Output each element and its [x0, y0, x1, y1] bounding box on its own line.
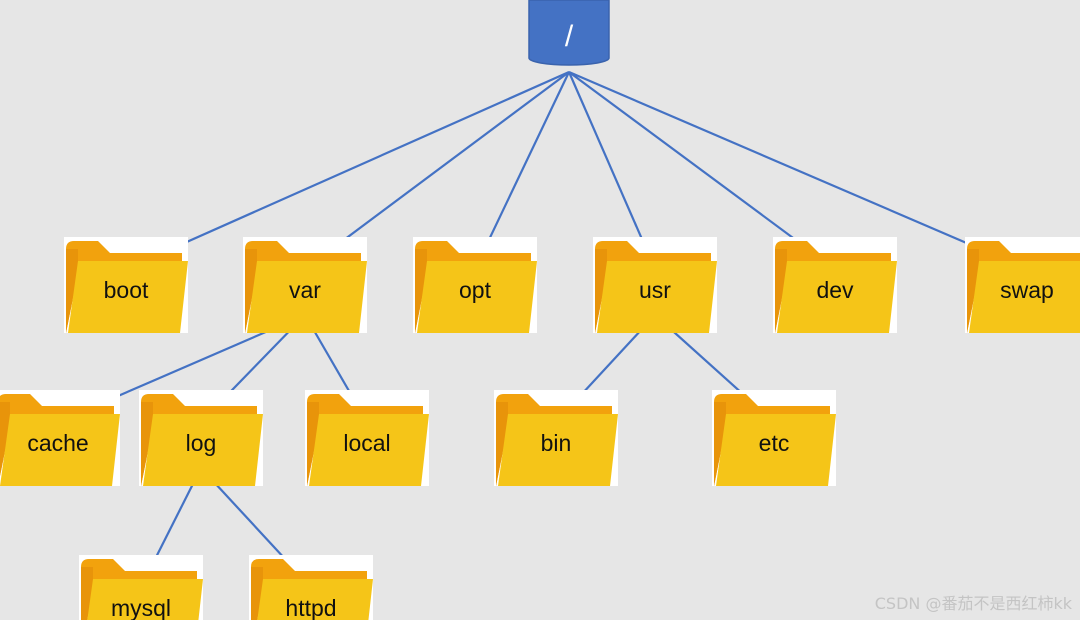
- folder-local[interactable]: local: [305, 390, 429, 486]
- folder-front-icon: [68, 261, 188, 333]
- folder-back-icon: [81, 559, 197, 620]
- folder-front-icon: [498, 414, 618, 486]
- root-label: /: [565, 20, 574, 53]
- folder-edge-icon: [141, 402, 155, 486]
- folder-edge-icon: [967, 249, 981, 333]
- folder-bin[interactable]: bin: [494, 390, 618, 486]
- edge-root-to-dev: [568, 71, 837, 271]
- folder-var[interactable]: var: [243, 237, 367, 333]
- folder-front-icon: [777, 261, 897, 333]
- edge-root-to-var: [303, 71, 570, 271]
- folder-label-opt: opt: [459, 277, 492, 303]
- folder-front-icon: [257, 579, 373, 620]
- edge-root-to-opt: [473, 71, 570, 271]
- folder-front-icon: [417, 261, 537, 333]
- folder-cache[interactable]: cache: [0, 390, 120, 486]
- folder-label-local: local: [343, 430, 390, 456]
- folder-front-icon: [87, 579, 203, 620]
- folder-label-dev: dev: [816, 277, 854, 303]
- folder-opt[interactable]: opt: [413, 237, 537, 333]
- folder-edge-icon: [595, 249, 609, 333]
- folder-label-usr: usr: [639, 277, 671, 303]
- folder-front-icon: [969, 261, 1080, 333]
- folder-label-log: log: [186, 430, 217, 456]
- folder-edge-icon: [775, 249, 789, 333]
- folder-mysql[interactable]: mysql: [79, 555, 203, 620]
- folder-front-icon: [247, 261, 367, 333]
- folder-edge-icon: [0, 402, 12, 476]
- edge-root-to-usr: [567, 71, 657, 271]
- edge-root-to-swap: [568, 70, 1029, 271]
- folder-etc[interactable]: etc: [712, 390, 836, 486]
- folder-edge-icon: [81, 567, 95, 620]
- folder-label-httpd: httpd: [285, 595, 336, 620]
- watermark-text: CSDN @番茄不是西红柿kk: [874, 594, 1072, 613]
- folder-label-var: var: [289, 277, 321, 303]
- root-node: /: [528, 0, 610, 66]
- folder-label-swap: swap: [1000, 277, 1054, 303]
- folder-edge-icon: [307, 402, 321, 486]
- folder-front-icon: [143, 414, 263, 486]
- root-cylinder-icon: [528, 0, 610, 66]
- folder-log[interactable]: log: [139, 390, 263, 486]
- folder-front-icon: [309, 414, 429, 486]
- folder-httpd[interactable]: httpd: [249, 555, 373, 620]
- folder-label-boot: boot: [104, 277, 149, 303]
- folder-edge-icon: [496, 402, 510, 486]
- folder-label-bin: bin: [541, 430, 572, 456]
- folder-edge-icon: [66, 249, 80, 333]
- folder-swap[interactable]: swap: [965, 237, 1080, 333]
- folder-front-icon: [0, 414, 120, 486]
- folder-edge-icon: [415, 249, 429, 333]
- folder-dev[interactable]: dev: [773, 237, 897, 333]
- folder-label-cache: cache: [27, 430, 88, 456]
- folder-back-icon: [251, 559, 367, 620]
- folder-usr[interactable]: usr: [593, 237, 717, 333]
- folder-edge-icon: [245, 249, 259, 333]
- folder-label-mysql: mysql: [111, 595, 171, 620]
- folder-edge-icon: [251, 567, 265, 620]
- folder-front-icon: [716, 414, 836, 486]
- folder-edge-icon: [714, 402, 728, 486]
- folder-label-etc: etc: [759, 430, 790, 456]
- folder-boot[interactable]: boot: [64, 237, 188, 333]
- folder-front-icon: [597, 261, 717, 333]
- edge-root-to-boot: [124, 70, 570, 271]
